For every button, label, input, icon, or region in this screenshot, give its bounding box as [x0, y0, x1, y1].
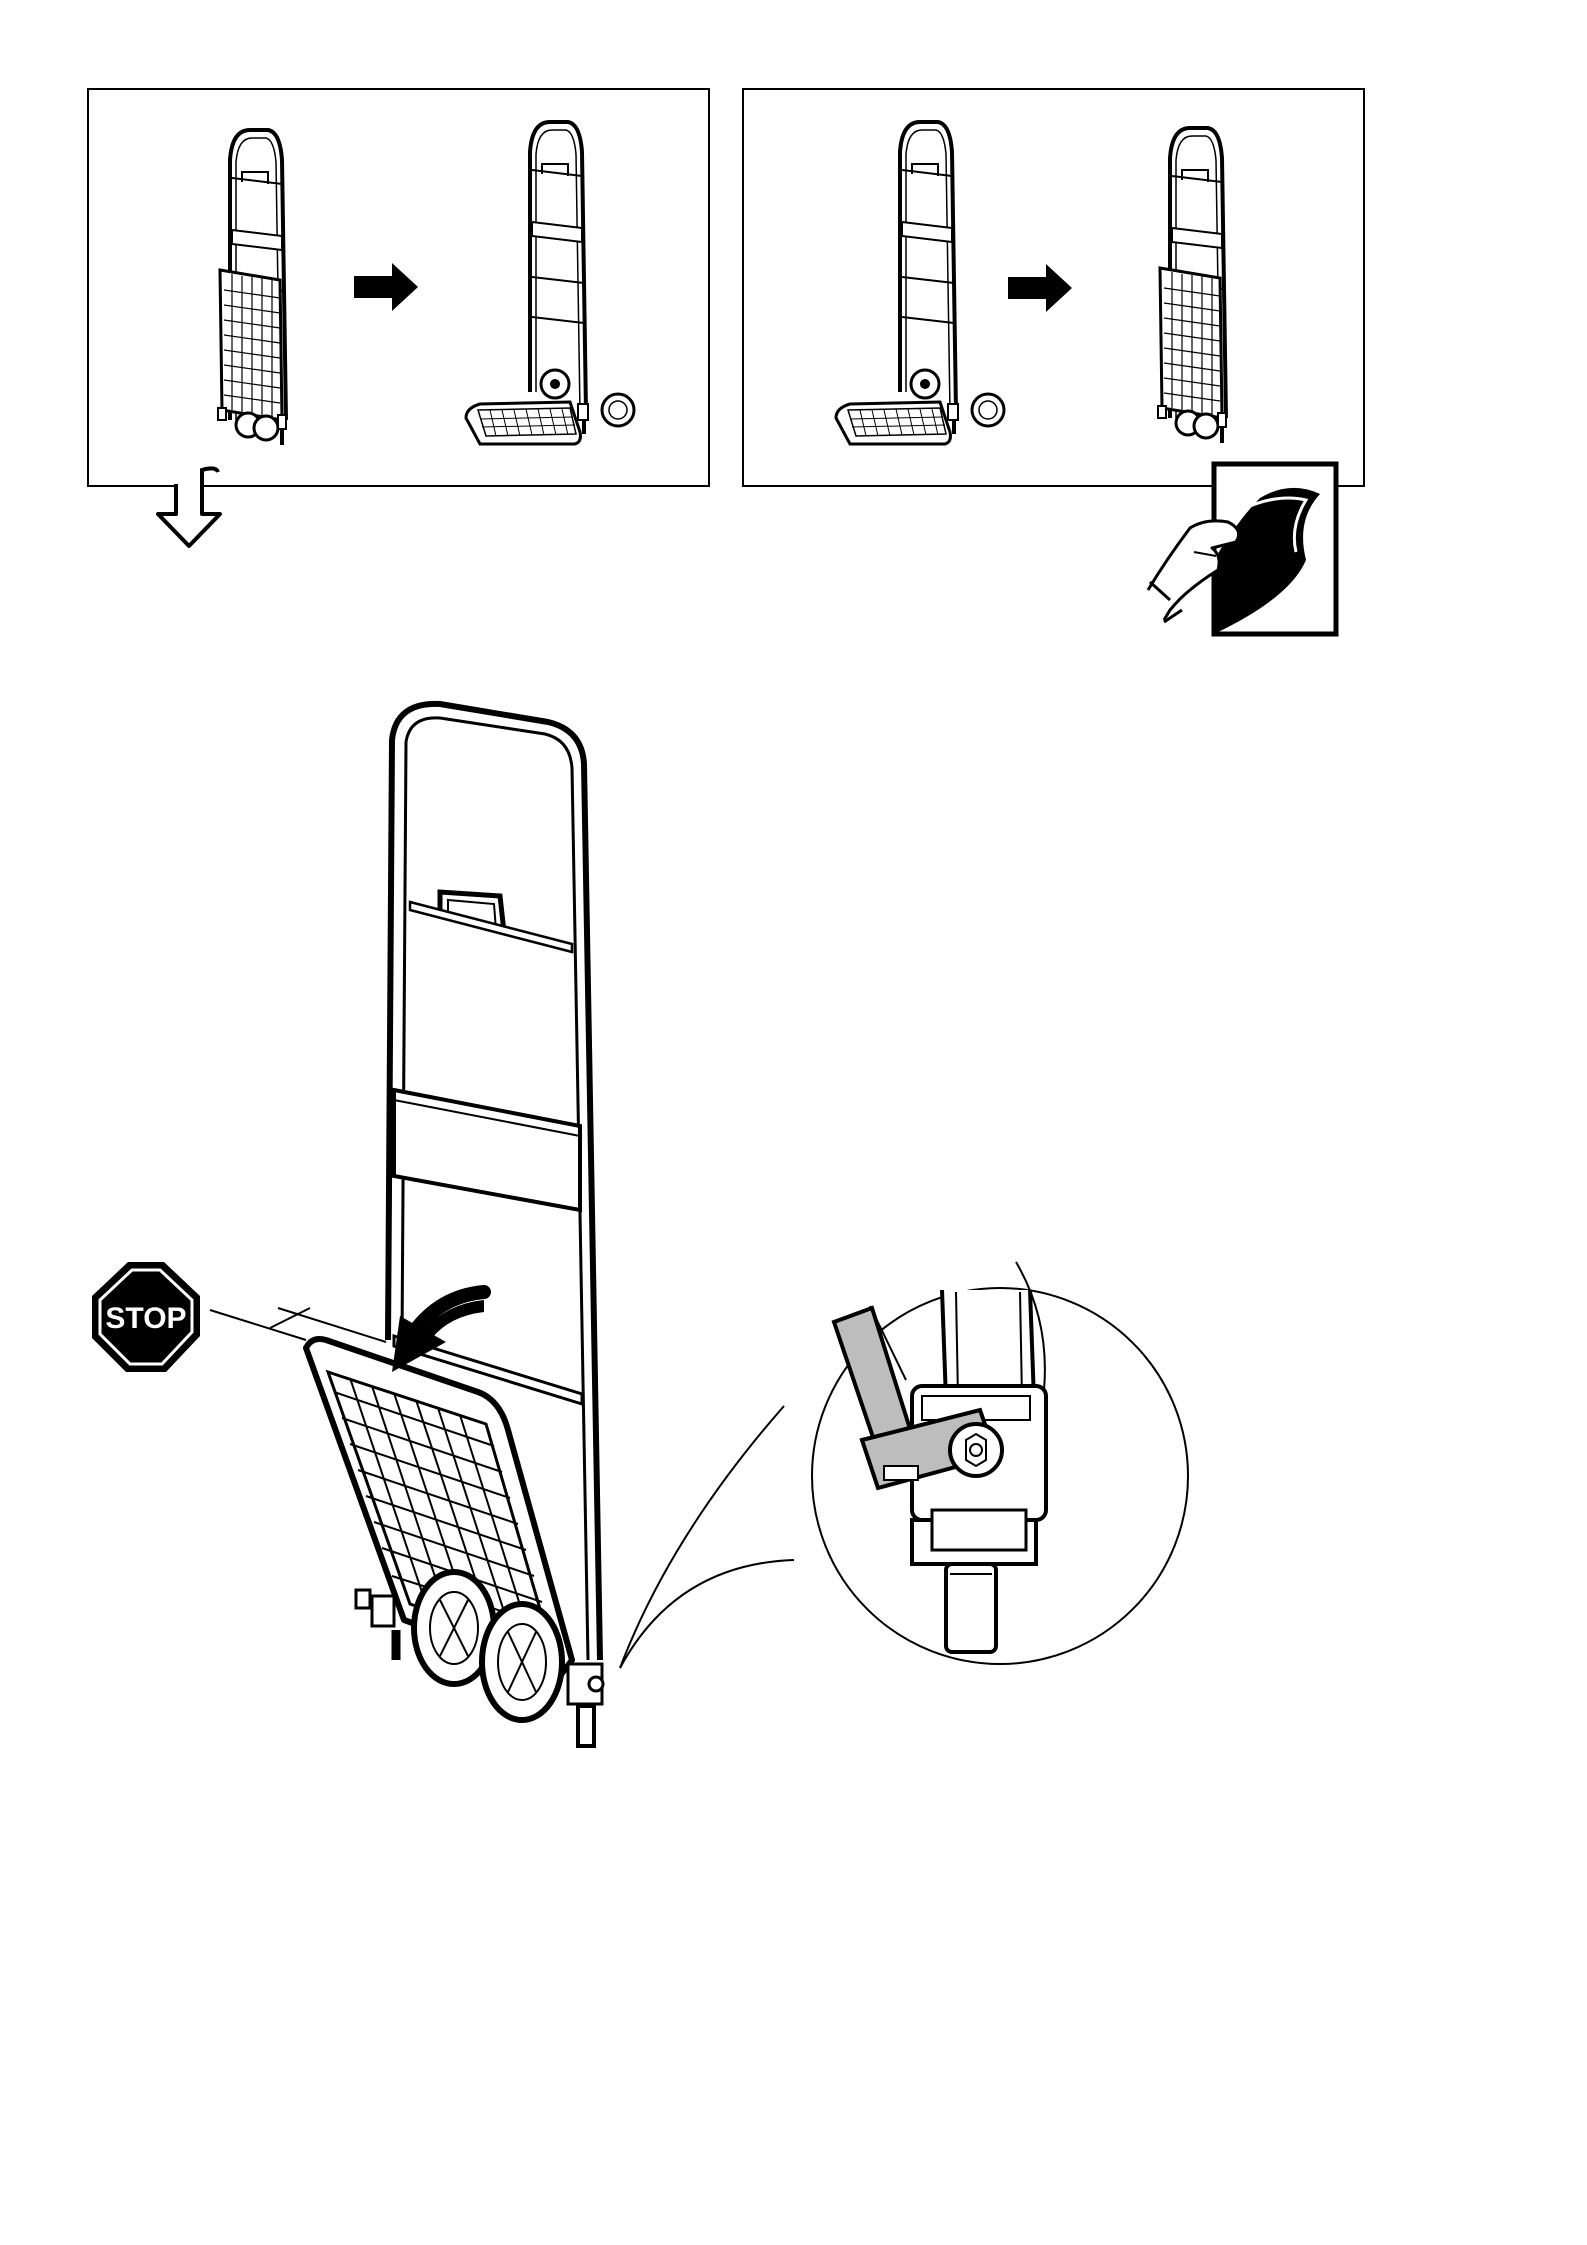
fold-sequence-panel: [743, 89, 1364, 486]
page-turn-icon: [1148, 464, 1336, 634]
wheel-right: [482, 1604, 562, 1720]
unfold-sequence-panel: [88, 89, 709, 486]
stop-sign-icon: STOP: [92, 1262, 200, 1372]
trolley-main-illustration: [306, 704, 603, 1746]
zoom-detail-icon: [620, 1262, 1188, 1668]
clearance-indicator: [210, 1308, 386, 1342]
stop-label: STOP: [105, 1302, 186, 1335]
